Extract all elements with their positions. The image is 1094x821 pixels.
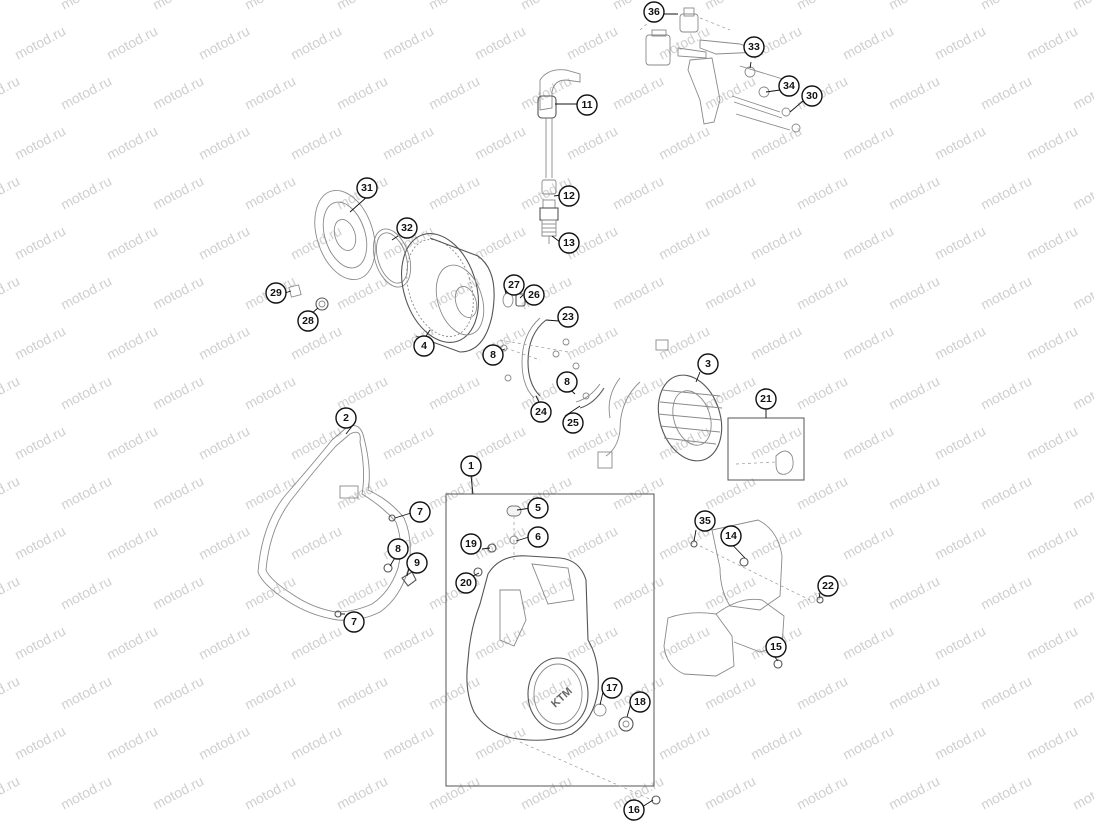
callout-label: 6 [535, 531, 541, 543]
callout-35[interactable]: 35 [694, 510, 716, 532]
callout-7-upper[interactable]: 7 [409, 501, 431, 523]
callout-22[interactable]: 22 [817, 575, 839, 597]
callout-9[interactable]: 9 [406, 552, 428, 574]
callout-label: 15 [770, 641, 782, 653]
callout-8-right[interactable]: 8 [556, 371, 578, 393]
callout-23[interactable]: 23 [557, 306, 579, 328]
callout-label: 7 [417, 506, 423, 518]
callout-label: 31 [361, 182, 373, 194]
callout-1[interactable]: 1 [460, 455, 482, 477]
callout-label: 1 [468, 460, 474, 472]
callout-label: 30 [806, 90, 818, 102]
callout-label: 22 [822, 580, 834, 592]
callout-label: 14 [725, 530, 737, 542]
flywheel-rotor [401, 233, 495, 353]
callout-label: 4 [421, 340, 427, 352]
callout-14[interactable]: 14 [720, 525, 742, 547]
callout-label: 33 [748, 41, 760, 53]
callout-3[interactable]: 3 [697, 353, 719, 375]
ignition-cover [466, 505, 634, 741]
pump-cover-assembly [663, 519, 824, 677]
callout-label: 8 [564, 376, 570, 388]
callout-18[interactable]: 18 [629, 691, 651, 713]
regulator-bracket-assembly [639, 7, 801, 133]
callout-20[interactable]: 20 [455, 572, 477, 594]
spark-plug-assembly [537, 69, 581, 244]
callout-label: 2 [343, 412, 349, 424]
callout-label: 8 [490, 349, 496, 361]
callout-29[interactable]: 29 [265, 282, 287, 304]
callout-7-lower[interactable]: 7 [343, 611, 365, 633]
stator-coil [597, 339, 723, 469]
callout-label: 11 [581, 99, 592, 111]
callout-label: 25 [567, 417, 579, 429]
callout-34[interactable]: 34 [778, 75, 800, 97]
callout-label: 13 [563, 237, 575, 249]
callout-label: 21 [760, 393, 772, 405]
cover-logo: KTM [549, 685, 575, 710]
callout-label: 7 [351, 616, 357, 628]
callout-label: 28 [302, 315, 314, 327]
callout-label: 23 [562, 311, 574, 323]
callout-label: 26 [528, 289, 540, 301]
callout-label: 35 [699, 515, 711, 527]
callout-label: 34 [783, 80, 795, 92]
cover-gasket [257, 425, 411, 621]
callouts: 1 2 3 4 5 6 7 7 8 8 8 9 11 12 13 14 15 1… [265, 1, 839, 821]
callout-11[interactable]: 11 [576, 94, 598, 116]
callout-31[interactable]: 31 [356, 177, 378, 199]
callout-33[interactable]: 33 [743, 36, 765, 58]
bottom-bolt [519, 741, 661, 805]
callout-label: 32 [401, 222, 413, 234]
callout-label: 24 [535, 406, 547, 418]
callout-label: 3 [705, 358, 711, 370]
callout-label: 27 [508, 279, 520, 291]
callout-label: 12 [563, 190, 575, 202]
callout-label: 20 [460, 577, 472, 589]
callout-2[interactable]: 2 [335, 407, 357, 429]
callout-25[interactable]: 25 [562, 412, 584, 434]
leader-lines [284, 13, 821, 808]
flywheel-cover-disc [314, 189, 376, 281]
callout-15[interactable]: 15 [765, 636, 787, 658]
callout-8-center[interactable]: 8 [482, 344, 504, 366]
callout-label: 19 [465, 538, 477, 550]
callout-30[interactable]: 30 [801, 85, 823, 107]
callout-label: 8 [395, 543, 401, 555]
callout-8-left[interactable]: 8 [387, 538, 409, 560]
callout-24[interactable]: 24 [530, 401, 552, 423]
callout-4[interactable]: 4 [413, 335, 435, 357]
callout-17[interactable]: 17 [601, 677, 623, 699]
callout-5[interactable]: 5 [527, 497, 549, 519]
callout-12[interactable]: 12 [558, 185, 580, 207]
key-and-nut [288, 284, 329, 311]
torque-limiter-segments [499, 317, 605, 409]
callout-label: 29 [270, 287, 282, 299]
callout-36[interactable]: 36 [643, 1, 665, 23]
callout-16[interactable]: 16 [623, 799, 645, 821]
callout-label: 16 [628, 804, 640, 816]
detail-frame-21 [727, 408, 805, 481]
callout-28[interactable]: 28 [297, 310, 319, 332]
callout-label: 36 [648, 6, 660, 18]
callout-13[interactable]: 13 [558, 232, 580, 254]
callout-26[interactable]: 26 [523, 284, 545, 306]
callout-label: 9 [414, 557, 420, 569]
callout-label: 18 [634, 696, 646, 708]
callout-6[interactable]: 6 [527, 526, 549, 548]
callout-label: 17 [606, 682, 618, 694]
callout-19[interactable]: 19 [460, 533, 482, 555]
callout-label: 5 [535, 502, 541, 514]
callout-32[interactable]: 32 [396, 217, 418, 239]
callout-27[interactable]: 27 [503, 274, 525, 296]
callout-21[interactable]: 21 [755, 388, 777, 410]
